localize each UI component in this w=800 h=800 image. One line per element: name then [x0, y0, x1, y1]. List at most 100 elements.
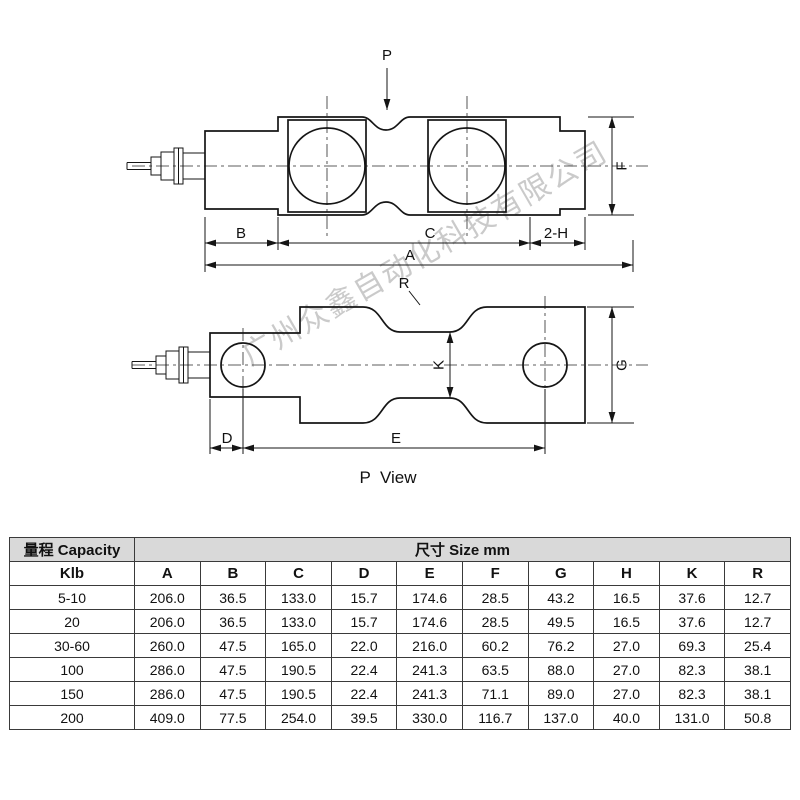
cell: 76.2	[527, 633, 595, 658]
cell: 37.6	[658, 585, 726, 610]
table-header-row-1: 量程 Capacity 尺寸 Size mm	[9, 537, 791, 562]
cell: 216.0	[396, 633, 463, 658]
p-view-caption: P View	[359, 468, 417, 487]
cell: 27.0	[593, 657, 660, 682]
col-header-k: K	[658, 561, 726, 586]
col-header-g: G	[527, 561, 595, 586]
cell: 116.7	[461, 705, 529, 730]
cell: 286.0	[134, 681, 201, 706]
col-header-c: C	[265, 561, 332, 586]
cell: 49.5	[527, 609, 595, 634]
cell: 60.2	[461, 633, 529, 658]
capacity-cell: 200	[9, 705, 135, 730]
cell: 16.5	[593, 585, 660, 610]
cell: 69.3	[658, 633, 726, 658]
cell: 47.5	[199, 633, 267, 658]
cell: 40.0	[593, 705, 660, 730]
load-hole-left	[288, 127, 366, 205]
dim-label-f: F	[614, 161, 631, 170]
cell: 27.0	[593, 681, 660, 706]
load-cell-body-pview	[209, 306, 586, 424]
capacity-cell: 5-10	[9, 585, 135, 610]
technical-drawing-area: 广州众鑫自动化科技有限公司 P F B C 2-H	[126, 47, 648, 487]
dim-label-c: C	[425, 225, 436, 242]
cell: 16.5	[593, 609, 660, 634]
view-arrow-label: P	[382, 47, 392, 64]
mount-hole-right	[522, 342, 568, 388]
cell: 174.6	[396, 609, 463, 634]
cell: 286.0	[134, 657, 201, 682]
cell: 82.3	[658, 681, 726, 706]
cell: 38.1	[724, 657, 791, 682]
watermark-text: 广州众鑫自动化科技有限公司	[237, 135, 614, 372]
cell: 28.5	[461, 609, 529, 634]
dim-label-r: R	[399, 275, 410, 292]
table-row: 20 206.0 36.5 133.0 15.7 174.6 28.5 49.5…	[9, 609, 791, 634]
cell: 22.4	[330, 681, 398, 706]
cell: 50.8	[724, 705, 791, 730]
cell: 25.4	[724, 633, 791, 658]
cell: 36.5	[199, 609, 267, 634]
cell: 38.1	[724, 681, 791, 706]
cell: 15.7	[330, 585, 398, 610]
table-row: 150 286.0 47.5 190.5 22.4 241.3 71.1 89.…	[9, 681, 791, 706]
cell: 47.5	[199, 657, 267, 682]
boss-left	[287, 119, 367, 213]
cell: 174.6	[396, 585, 463, 610]
dim-label-b: B	[236, 225, 246, 242]
cell: 190.5	[265, 657, 332, 682]
cell: 137.0	[527, 705, 595, 730]
boss-right	[427, 119, 507, 213]
capacity-cell: 150	[9, 681, 135, 706]
capacity-cell: 30-60	[9, 633, 135, 658]
cell: 63.5	[461, 657, 529, 682]
size-header-cell: 尺寸 Size mm	[134, 537, 791, 562]
col-header-h: H	[593, 561, 660, 586]
cell: 260.0	[134, 633, 201, 658]
cell: 330.0	[396, 705, 463, 730]
dim-label-d: D	[222, 430, 233, 447]
cell: 28.5	[461, 585, 529, 610]
cell: 36.5	[199, 585, 267, 610]
cell: 133.0	[265, 585, 332, 610]
table-header-row-2: Klb A B C D E F G H K R	[9, 561, 791, 586]
cell: 206.0	[134, 585, 201, 610]
cell: 39.5	[330, 705, 398, 730]
col-header-b: B	[199, 561, 267, 586]
size-table: 量程 Capacity 尺寸 Size mm Klb A B C D E F G…	[9, 537, 791, 730]
dim-label-k: K	[431, 360, 448, 370]
cell: 47.5	[199, 681, 267, 706]
col-header-r: R	[724, 561, 791, 586]
table-row: 200 409.0 77.5 254.0 39.5 330.0 116.7 13…	[9, 705, 791, 730]
cell: 12.7	[724, 585, 791, 610]
cell: 241.3	[396, 681, 463, 706]
cell: 89.0	[527, 681, 595, 706]
cell: 206.0	[134, 609, 201, 634]
table-row: 100 286.0 47.5 190.5 22.4 241.3 63.5 88.…	[9, 657, 791, 682]
capacity-header-cell: 量程 Capacity	[9, 537, 135, 562]
cell: 82.3	[658, 657, 726, 682]
top-view-drawing: P F B C 2-H A R	[126, 47, 648, 306]
cell: 190.5	[265, 681, 332, 706]
cell: 409.0	[134, 705, 201, 730]
cell: 71.1	[461, 681, 529, 706]
mount-hole-left	[220, 342, 266, 388]
cell: 77.5	[199, 705, 267, 730]
table-row: 30-60 260.0 47.5 165.0 22.0 216.0 60.2 7…	[9, 633, 791, 658]
cell: 131.0	[658, 705, 726, 730]
dim-label-2h: 2-H	[544, 225, 568, 242]
load-hole-right	[428, 127, 506, 205]
p-view-drawing: K G D E P View	[131, 296, 648, 487]
unit-header-cell: Klb	[9, 561, 135, 586]
load-cell-body	[204, 116, 586, 216]
cell: 15.7	[330, 609, 398, 634]
dim-label-a: A	[405, 247, 415, 264]
table-row: 5-10 206.0 36.5 133.0 15.7 174.6 28.5 43…	[9, 585, 791, 610]
cell: 88.0	[527, 657, 595, 682]
cell: 43.2	[527, 585, 595, 610]
dim-label-g: G	[614, 359, 631, 371]
dim-label-e: E	[391, 430, 401, 447]
col-header-f: F	[461, 561, 529, 586]
cell: 133.0	[265, 609, 332, 634]
